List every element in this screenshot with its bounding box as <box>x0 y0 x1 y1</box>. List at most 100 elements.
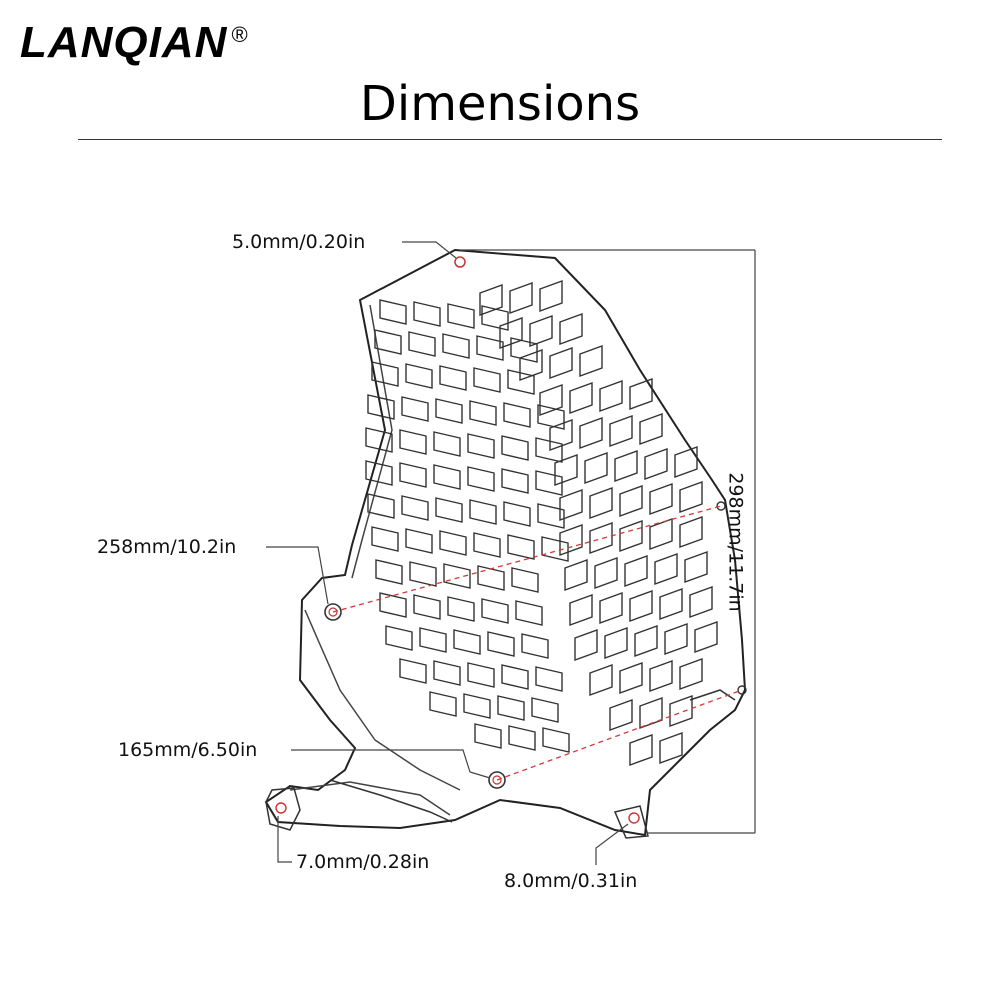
grille-cell <box>379 299 407 325</box>
hole-right-lower <box>737 685 747 695</box>
grille-cell <box>569 382 593 414</box>
grille-cell <box>510 337 538 363</box>
grille-cell <box>413 301 441 327</box>
grille-cell <box>649 518 673 550</box>
grille-cell <box>503 501 531 527</box>
grille-cell <box>399 462 427 488</box>
grille-cell <box>694 621 718 653</box>
grille-cell <box>435 398 463 424</box>
grille-cell <box>644 448 668 480</box>
registered-mark: ® <box>231 22 249 47</box>
grille-cell <box>569 594 593 626</box>
grille-cell <box>379 592 407 618</box>
dim-hole-top: 5.0mm/0.20in <box>232 231 366 253</box>
grille-cell <box>535 666 563 692</box>
grille-cell <box>371 526 399 552</box>
grille-cell <box>385 625 413 651</box>
hole-top <box>454 256 466 268</box>
hole-bracket-left <box>275 802 287 814</box>
grille-cell <box>515 600 543 626</box>
grille-cell <box>501 664 529 690</box>
grille-cell <box>539 280 563 312</box>
grille-cell <box>499 317 523 349</box>
grille-cell <box>594 557 618 589</box>
grille-cell <box>481 305 509 331</box>
grille-cell <box>367 394 395 420</box>
grille-cell <box>419 627 447 653</box>
dim-hole-bracket-right: 8.0mm/0.31in <box>504 870 638 892</box>
grille-cell <box>477 565 505 591</box>
grille-cell <box>401 396 429 422</box>
grille-cell <box>519 349 543 381</box>
grille-cell <box>649 483 673 515</box>
bracket-right <box>613 689 736 839</box>
grille-cell <box>589 664 613 696</box>
grille-cell <box>371 361 399 387</box>
grille-cell <box>609 415 633 447</box>
grille-cell <box>599 380 623 412</box>
dim-hole-bracket-left: 7.0mm/0.28in <box>296 851 430 873</box>
grille-cell <box>579 417 603 449</box>
grille-cell <box>479 284 503 316</box>
grille-cell <box>429 691 457 717</box>
grille-cell <box>453 629 481 655</box>
grille-cell <box>531 697 559 723</box>
grille-cell <box>375 559 403 585</box>
guard-outline <box>264 248 747 837</box>
grille-cell <box>467 466 495 492</box>
grille-cell <box>559 489 583 521</box>
grille-cell <box>408 331 436 357</box>
brand-logo: LANQIAN® <box>20 18 249 68</box>
grille-cell <box>473 532 501 558</box>
grille-cell <box>589 522 613 554</box>
grille-cell <box>659 588 683 620</box>
grille-cell <box>554 454 578 486</box>
grille-cell <box>439 365 467 391</box>
grille-cell <box>541 536 569 562</box>
leader-lines <box>266 241 629 865</box>
grille-cell <box>604 627 628 659</box>
grille-cell <box>614 450 638 482</box>
grille-cell <box>467 662 495 688</box>
grille-cell <box>463 693 491 719</box>
grille-cell <box>365 427 393 453</box>
leader-hole-top <box>402 241 457 259</box>
hole-bracket-right <box>628 812 640 824</box>
height-dimension <box>460 249 756 834</box>
grille-cell <box>507 534 535 560</box>
grille-cell <box>537 404 565 430</box>
grille-cell <box>435 497 463 523</box>
grille-cell <box>539 384 563 416</box>
grille-cell <box>559 524 583 556</box>
grille-cell <box>476 335 504 361</box>
leader-lower-spacing <box>291 749 491 779</box>
grille-cell <box>469 499 497 525</box>
grille-cell <box>599 592 623 624</box>
grille-cell <box>399 658 427 684</box>
grille-cell <box>629 590 653 622</box>
grille-cell <box>669 695 693 727</box>
grille-cell <box>629 378 653 410</box>
grille-cell <box>659 732 683 764</box>
guard-inner-edge <box>289 304 461 816</box>
hole-lower-left-inner <box>492 775 502 785</box>
grille-cell <box>365 460 393 486</box>
grille-cell <box>467 433 495 459</box>
grille-cell <box>508 725 536 751</box>
hole-left-inner <box>328 607 338 617</box>
grille-cell <box>401 495 429 521</box>
grille-cell <box>433 660 461 686</box>
grille-cell <box>521 633 549 659</box>
grille-cell <box>589 487 613 519</box>
brand-name: LANQIAN <box>20 18 228 67</box>
grille-cell <box>503 402 531 428</box>
grille-cell <box>629 734 653 766</box>
grille-cell <box>473 367 501 393</box>
grille-cell <box>439 530 467 556</box>
grille-cell <box>501 435 529 461</box>
grille-cell <box>497 695 525 721</box>
grille-cell <box>634 625 658 657</box>
lower-spacing-measure-line <box>496 689 743 781</box>
grille-cell <box>442 333 470 359</box>
